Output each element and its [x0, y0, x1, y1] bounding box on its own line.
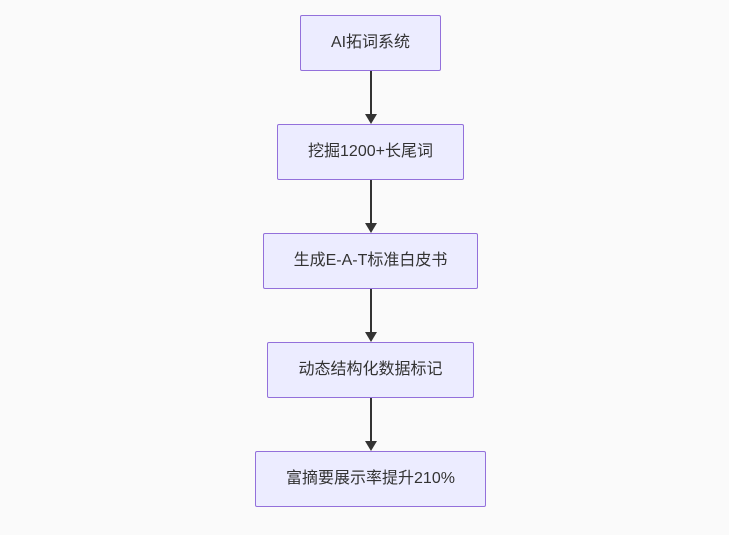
- flow-edge-2: [364, 180, 377, 233]
- flow-node-label: 挖掘1200+长尾词: [308, 143, 433, 160]
- flowchart: AI拓词系统 挖掘1200+长尾词 生成E-A-T标准白皮书 动态结构化数据标记…: [6, 0, 729, 507]
- flow-edge-4: [364, 398, 377, 451]
- flow-node-label: 生成E-A-T标准白皮书: [293, 252, 448, 269]
- arrow-line: [369, 398, 372, 442]
- flow-node-ai-word-expansion: AI拓词系统: [299, 15, 442, 71]
- arrow-down-icon: [364, 332, 377, 342]
- flow-edge-3: [364, 289, 377, 342]
- flow-node-eat-whitepaper: 生成E-A-T标准白皮书: [262, 233, 479, 289]
- flow-node-label: 动态结构化数据标记: [298, 361, 443, 378]
- arrow-down-icon: [364, 114, 377, 124]
- flow-node-label: 富摘要展示率提升210%: [286, 470, 455, 487]
- flow-node-longtail-mining: 挖掘1200+长尾词: [277, 124, 464, 180]
- arrow-down-icon: [364, 441, 377, 451]
- flow-node-structured-data-markup: 动态结构化数据标记: [267, 342, 474, 398]
- flow-node-rich-snippet-uplift: 富摘要展示率提升210%: [255, 451, 486, 507]
- flow-edge-1: [364, 71, 377, 124]
- arrow-line: [369, 289, 372, 333]
- arrow-line: [369, 71, 372, 115]
- arrow-line: [369, 180, 372, 224]
- flow-node-label: AI拓词系统: [330, 34, 411, 51]
- arrow-down-icon: [364, 223, 377, 233]
